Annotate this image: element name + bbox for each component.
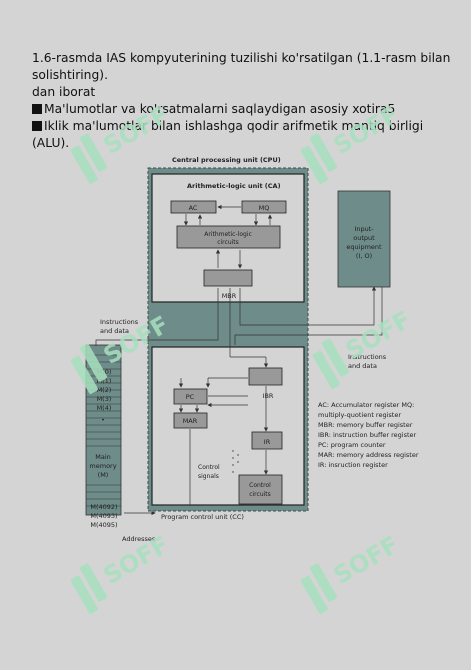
control-circuits-label-2: circuits [249, 491, 271, 498]
mbr-label: MBR [222, 292, 237, 300]
paragraph-line-1: 1.6-rasmda IAS kompyuterining tuzilishi … [32, 51, 451, 65]
ir-label: IR [264, 438, 271, 446]
memory-cell-4093: M(4093) [90, 512, 117, 520]
memory-cell-2: M(2) [97, 386, 112, 394]
control-signal-dots [232, 450, 239, 473]
ac-register [170, 200, 217, 214]
memory-cell-1: M(1) [97, 377, 112, 385]
io-equipment [337, 190, 391, 288]
io-label-4: (I, O) [356, 252, 372, 260]
bullet-text-2: Iklik ma'lumotlar bilan ishlashga qodir … [32, 119, 424, 150]
legend-line-2: multiply-quotient register [318, 411, 401, 419]
memory-cell-4092: M(4092) [90, 503, 117, 511]
ibr-register [248, 367, 283, 386]
paragraph-line-3: dan iborat [32, 85, 96, 99]
cpu-label: Central processing unit (CPU) [172, 156, 281, 164]
io-label-3: equipment [346, 243, 382, 251]
pc-label: PC [186, 393, 195, 401]
pc-register [173, 388, 208, 405]
alu-label: Arithmetic-logic unit (CA) [187, 182, 281, 190]
alc-block [176, 225, 281, 249]
square-bullet-icon [32, 104, 42, 114]
io-label-1: Input- [354, 225, 374, 233]
cc-label: Program control unit (CC) [161, 513, 244, 521]
ir-register [251, 431, 283, 450]
ac-label: AC [189, 204, 198, 212]
control-signals-label-1: Control [198, 464, 220, 471]
legend-line-7: IR: insruction register [318, 461, 388, 469]
memory-cell-4: M(4) [97, 404, 112, 412]
io-label-2: output [353, 234, 375, 242]
alc-label-2: circuits [217, 239, 239, 246]
memory-dot: • [101, 417, 105, 424]
control-circuits-label-1: Control [249, 482, 271, 489]
legend-line-3: MBR: memory buffer register [318, 421, 413, 429]
mq-label: MQ [259, 204, 270, 212]
main-memory-label-3: (M) [98, 471, 109, 479]
main-memory-label-2: memory [89, 462, 116, 470]
body-text: 1.6-rasmda IAS kompyuterining tuzilishi … [32, 50, 452, 152]
legend-line-6: MAR: memory address register [318, 451, 419, 459]
main-memory-label-1: Main [95, 453, 111, 461]
instructions-data-right-1: Instructions [348, 353, 387, 361]
control-circuits-block [238, 474, 283, 505]
legend-line-1: AC: Accumulator register MQ: [318, 401, 414, 409]
mbr-register [203, 269, 253, 287]
mar-label: MAR [183, 417, 198, 425]
alc-label-1: Arithmetic-logic [204, 231, 252, 238]
instructions-data-left-1: Instructions [100, 318, 139, 326]
paragraph-line-2: solishtiring). [32, 68, 108, 82]
memory-cell-4095: M(4095) [90, 521, 117, 529]
instructions-data-right-2: and data [348, 362, 377, 370]
bullet-text-1: Ma'lumotlar va ko'rsatmalarni saqlaydiga… [44, 102, 396, 116]
legend-line-4: IBR: instruction buffer register [318, 431, 417, 439]
mar-register [173, 412, 208, 429]
legend-line-5: PC: program counter [318, 441, 386, 449]
instructions-data-left-2: and data [100, 327, 129, 335]
ibr-label: IBR [263, 392, 274, 400]
bullet-item-1: Ma'lumotlar va ko'rsatmalarni saqlaydiga… [32, 101, 452, 118]
square-bullet-icon [32, 121, 42, 131]
bullet-item-2: Iklik ma'lumotlar bilan ishlashga qodir … [32, 118, 452, 152]
control-signals-label-2: signals [198, 473, 219, 480]
memory-cell-3: M(3) [97, 395, 112, 403]
mq-register [241, 200, 287, 214]
addresses-label: Addresses [122, 535, 156, 543]
memory-cell-0: M(0) [97, 368, 112, 376]
